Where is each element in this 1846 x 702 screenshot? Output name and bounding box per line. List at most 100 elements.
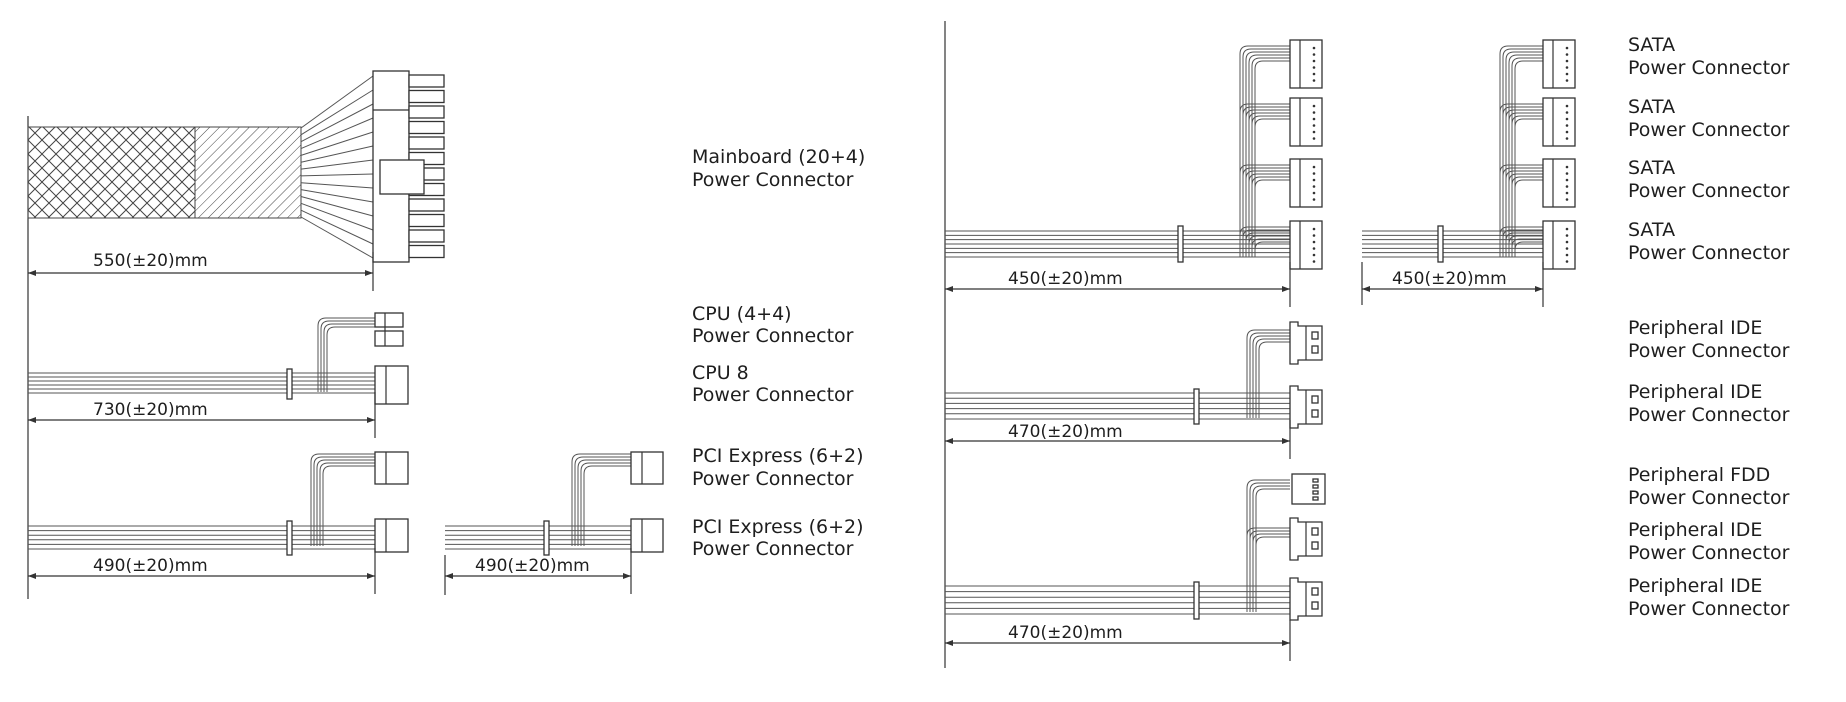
pin [1312,111,1316,114]
wire [1502,167,1543,251]
fdd-ide-length: 470(±20)mm [1008,623,1123,643]
pin [1312,260,1316,263]
wire [583,465,631,546]
sata-connector [1289,220,1323,270]
svg-text:PCI Express (6+2): PCI Express (6+2) [692,516,864,538]
svg-text:Power Connector: Power Connector [1628,180,1790,202]
wire [1511,115,1543,189]
wire [1239,226,1290,257]
pin [1565,66,1569,69]
svg-text:Power Connector: Power Connector [692,468,854,490]
wire [1254,241,1290,257]
cable-clip [286,368,293,400]
ide-length: 470(±20)mm [1008,422,1123,442]
wire [1245,232,1290,257]
pin [1312,247,1316,250]
pin [1565,111,1569,114]
pcie-connector [374,518,409,553]
wire [320,320,375,392]
svg-text:SATA: SATA [1628,157,1675,179]
wire [1505,232,1543,257]
wire [1245,170,1290,251]
svg-text:Power Connector: Power Connector [1628,57,1790,79]
wire [317,317,375,392]
wire [300,159,374,170]
svg-text:SATA: SATA [1628,219,1675,241]
wire [323,323,375,392]
wire [1511,238,1543,257]
wire [300,216,374,259]
pin [1311,345,1319,354]
wire [1254,179,1290,251]
svg-text:Power Connector: Power Connector [1628,487,1790,509]
wire [574,456,631,546]
wire [1499,45,1543,128]
arrow-head [28,270,36,276]
pin [1565,234,1569,237]
sata-connector [1289,39,1323,89]
pin [408,74,445,88]
wire [1508,173,1543,251]
wire [300,189,374,203]
mainboard-label: Mainboard (20+4) Power Connector [692,146,865,191]
pin [1565,165,1569,169]
sata-label-3: SATA Power Connector [1628,157,1790,202]
pcie-length-2: 490(±20)mm [475,556,590,576]
pin [1312,227,1316,231]
wire [1249,530,1290,612]
wire [300,202,374,231]
wire [1514,118,1543,189]
pin [408,213,445,228]
svg-text:Power Connector: Power Connector [1628,119,1790,141]
wire [300,75,374,129]
pin [1312,130,1316,134]
wire [1502,229,1543,257]
cpu-8-label: CPU 8 Power Connector [692,362,854,406]
cpu-8-connector [374,365,409,405]
wire [1249,332,1290,418]
arrow-head [945,286,953,292]
svg-text:Power Connector: Power Connector [1628,598,1790,620]
wire [577,459,631,546]
pin [1565,72,1569,76]
svg-text:PCI Express (6+2): PCI Express (6+2) [692,445,864,467]
wire [1508,54,1543,128]
wire [1251,176,1290,251]
wire [1246,329,1290,418]
cpu-44-connector [374,312,404,328]
wire [1505,170,1543,251]
wire [1499,226,1543,257]
cable-clip [1437,225,1444,263]
wire [1511,176,1543,251]
pin [1565,130,1569,134]
pin [1312,66,1316,69]
pin [1565,79,1569,82]
pin [1312,240,1316,244]
wire [1505,51,1543,128]
wire [1502,106,1543,189]
wire [300,131,374,156]
wire [300,182,374,189]
pin [408,198,445,212]
mainboard-length: 550(±20)mm [93,251,208,271]
wire [1248,112,1290,189]
wire [319,462,375,546]
svg-text:Power Connector: Power Connector [692,325,854,347]
wire [1251,238,1290,257]
wire [300,145,374,163]
arrow-head [1282,286,1290,292]
wire [1242,106,1290,189]
wire [322,465,375,546]
arrow-head [1362,286,1370,292]
wire [1242,229,1290,257]
arrow-head [367,573,375,579]
pin [1565,185,1569,188]
cable-drawings [27,21,1576,668]
arrow-head [1282,640,1290,646]
wire [1514,60,1543,128]
sata-connector [1289,97,1323,147]
sata-connector [1542,39,1576,89]
pin [1565,260,1569,263]
pin [1312,117,1316,121]
ide-label-4: Peripheral IDE Power Connector [1628,575,1790,620]
